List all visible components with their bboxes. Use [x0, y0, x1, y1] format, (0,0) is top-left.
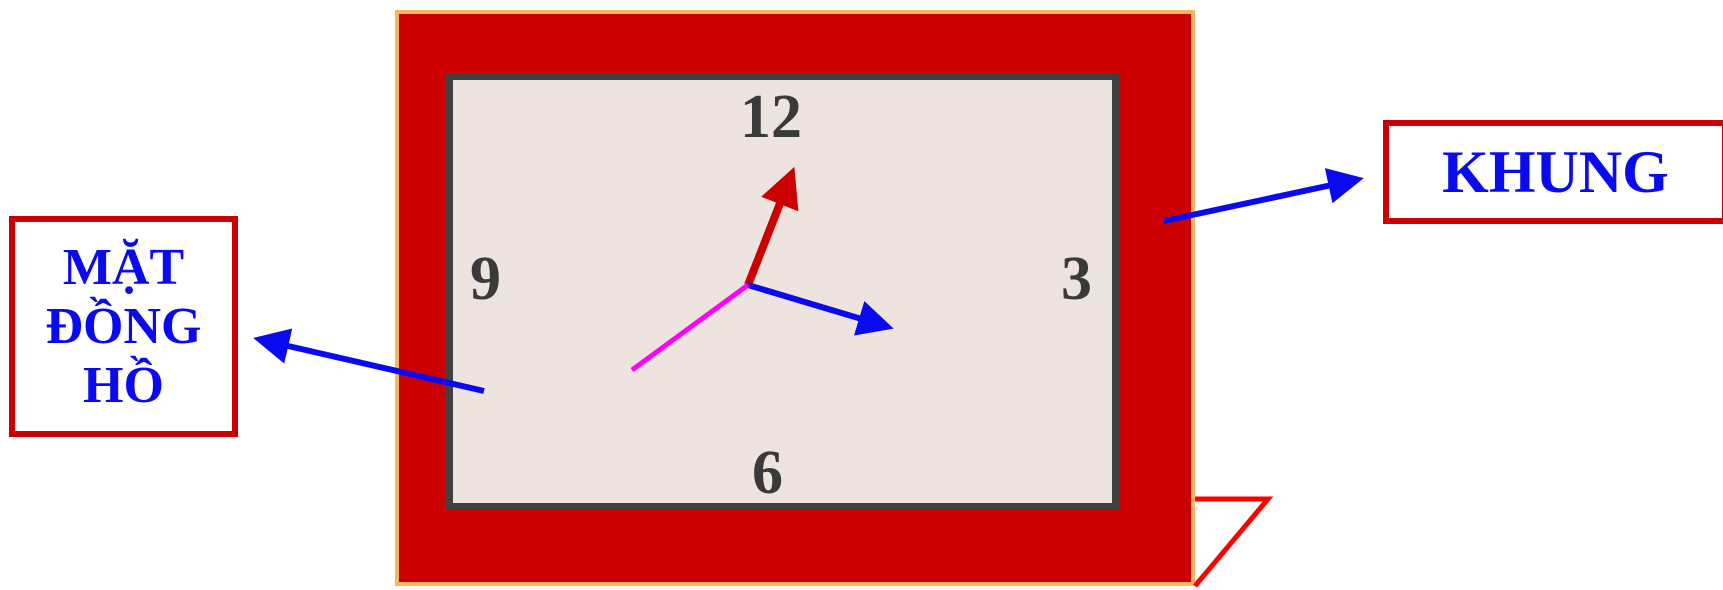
label-mat-dong-ho: MẶT ĐỒNG HỒ — [9, 216, 238, 437]
corner-mark — [1193, 496, 1274, 588]
clock-number-12: 12 — [740, 83, 802, 151]
label-khung: KHUNG — [1383, 120, 1723, 224]
second-hand — [630, 282, 750, 373]
label-mat-line3: HỒ — [83, 357, 164, 415]
clock-number-3: 3 — [1061, 245, 1092, 313]
clock-face — [446, 73, 1119, 510]
arrow-to-khung — [1163, 168, 1364, 224]
arrow-to-mat-dong-ho — [253, 328, 485, 394]
label-mat-line2: ĐỒNG — [45, 297, 202, 355]
hour-hand — [744, 166, 799, 287]
clock-number-6: 6 — [752, 439, 783, 507]
minute-hand — [747, 282, 894, 336]
label-khung-text: KHUNG — [1442, 138, 1669, 205]
clock-number-9: 9 — [470, 245, 501, 313]
label-mat-line1: MẶT — [62, 238, 185, 296]
